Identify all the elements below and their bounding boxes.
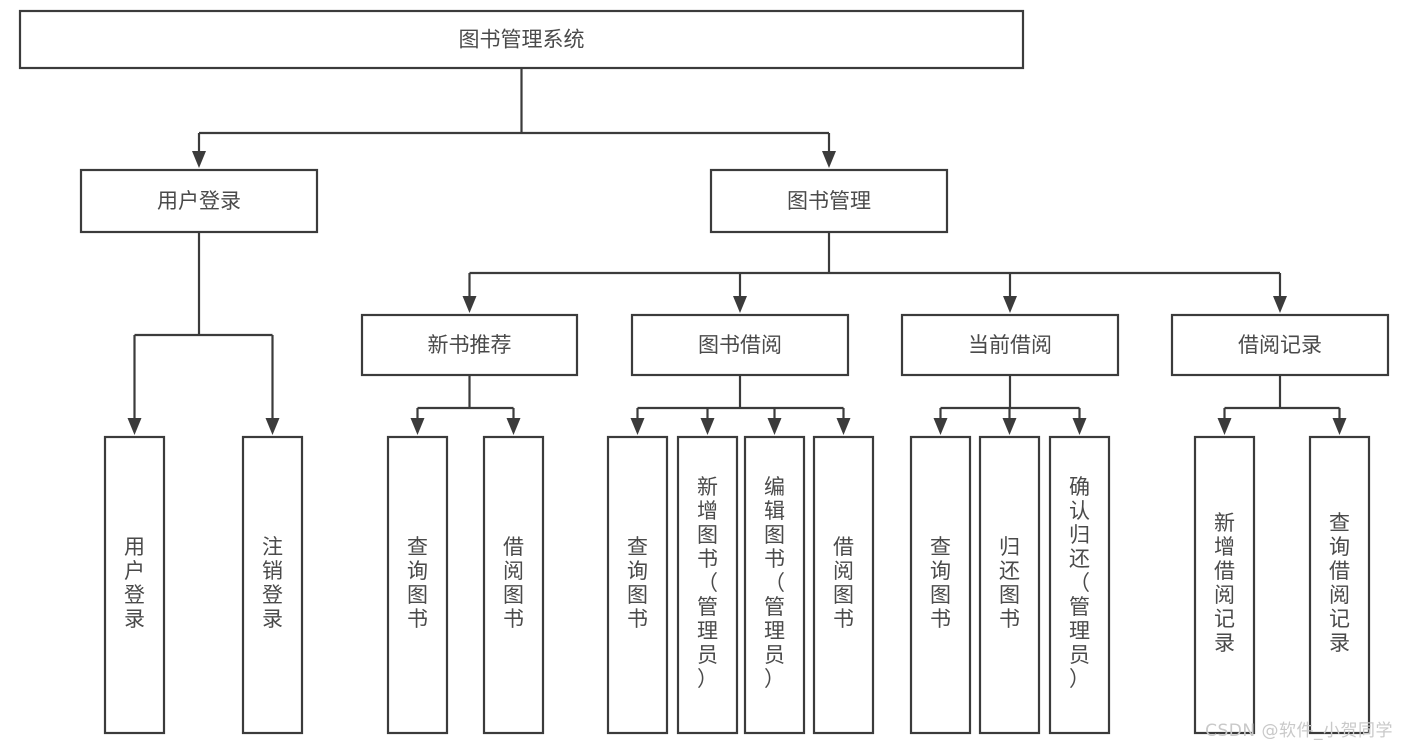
node-level3-3-label: 借阅记录 [1238,333,1322,357]
node-leaf-3-label: 借阅图书 [503,535,524,631]
arrow-head-icon [1003,296,1017,313]
node-leaf-5[interactable]: 新增图书（管理员） [676,435,739,735]
node-leaf-5-label: 新增图书（管理员） [697,475,718,691]
arrow-head-icon [506,418,521,435]
node-leaf-10-label: 确认归还（管理员） [1069,475,1090,691]
arrow-head-icon [462,296,477,313]
node-root-label: 图书管理系统 [459,28,585,52]
arrow-head-icon [410,418,425,435]
arrow-head-icon [700,418,715,435]
node-leaf-7-label: 借阅图书 [833,535,854,631]
node-leaf-11[interactable]: 新增借阅记录 [1193,435,1256,735]
node-leaf-4-label: 查询图书 [627,535,648,631]
node-leaf-2[interactable]: 查询图书 [386,435,449,735]
node-leaf-1-label: 注销登录 [262,535,283,631]
node-leaf-2-box[interactable] [386,435,449,735]
node-leaf-8-label: 查询图书 [930,535,951,631]
node-leaf-6-box[interactable] [743,435,806,735]
node-leaf-3-box[interactable] [482,435,545,735]
arrow-head-icon [1002,418,1017,435]
node-leaf-7-box[interactable] [812,435,875,735]
node-level3-0-box[interactable] [360,313,579,377]
node-level3-2[interactable]: 当前借阅 [900,313,1120,377]
arrow-head-icon [836,418,851,435]
node-leaf-1-box[interactable] [241,435,304,735]
node-level3-2-box[interactable] [900,313,1120,377]
node-level3-3[interactable]: 借阅记录 [1170,313,1390,377]
node-leaf-0[interactable]: 用户登录 [103,435,166,735]
arrow-head-icon [822,151,836,168]
node-leaf-0-box[interactable] [103,435,166,735]
arrow-head-icon [1332,418,1347,435]
arrow-head-icon [192,151,206,168]
arrow-head-icon [1273,296,1287,313]
node-leaf-6[interactable]: 编辑图书（管理员） [743,435,806,735]
node-layer: 图书管理系统用户登录图书管理新书推荐图书借阅当前借阅借阅记录用户登录注销登录查询… [18,9,1390,735]
arrow-head-icon [1072,418,1087,435]
node-leaf-1[interactable]: 注销登录 [241,435,304,735]
node-level3-3-box[interactable] [1170,313,1390,377]
node-leaf-11-label: 新增借阅记录 [1214,511,1235,655]
node-leaf-4[interactable]: 查询图书 [606,435,669,735]
node-leaf-12-label: 查询借阅记录 [1329,511,1350,655]
connector-layer [127,68,1347,435]
node-level3-1-label: 图书借阅 [698,333,782,357]
arrow-head-icon [767,418,782,435]
node-leaf-6-label: 编辑图书（管理员） [764,475,785,691]
node-level3-2-label: 当前借阅 [968,333,1052,357]
node-root[interactable]: 图书管理系统 [18,9,1025,70]
node-leaf-10-box[interactable] [1048,435,1111,735]
arrow-head-icon [1217,418,1232,435]
arrow-head-icon [265,418,280,435]
arrow-head-icon [733,296,747,313]
node-leaf-8-box[interactable] [909,435,972,735]
arrow-head-icon [630,418,645,435]
node-root-box[interactable] [18,9,1025,70]
node-leaf-9-label: 归还图书 [999,535,1020,631]
node-level3-0[interactable]: 新书推荐 [360,313,579,377]
node-leaf-9-box[interactable] [978,435,1041,735]
node-leaf-12-box[interactable] [1308,435,1371,735]
node-leaf-3[interactable]: 借阅图书 [482,435,545,735]
node-level2-1[interactable]: 图书管理 [709,168,949,234]
node-level2-1-box[interactable] [709,168,949,234]
node-leaf-8[interactable]: 查询图书 [909,435,972,735]
node-leaf-11-box[interactable] [1193,435,1256,735]
node-leaf-10[interactable]: 确认归还（管理员） [1048,435,1111,735]
node-level2-1-label: 图书管理 [787,189,871,213]
arrow-head-icon [933,418,948,435]
node-level2-0[interactable]: 用户登录 [79,168,319,234]
node-level3-1-box[interactable] [630,313,850,377]
node-leaf-5-box[interactable] [676,435,739,735]
node-leaf-12[interactable]: 查询借阅记录 [1308,435,1371,735]
node-leaf-9[interactable]: 归还图书 [978,435,1041,735]
node-level3-0-label: 新书推荐 [428,333,512,357]
node-level3-1[interactable]: 图书借阅 [630,313,850,377]
node-level2-0-box[interactable] [79,168,319,234]
node-level2-0-label: 用户登录 [157,189,241,213]
node-leaf-0-label: 用户登录 [124,535,145,631]
node-leaf-2-label: 查询图书 [407,535,428,631]
node-leaf-7[interactable]: 借阅图书 [812,435,875,735]
node-leaf-4-box[interactable] [606,435,669,735]
arrow-head-icon [127,418,142,435]
